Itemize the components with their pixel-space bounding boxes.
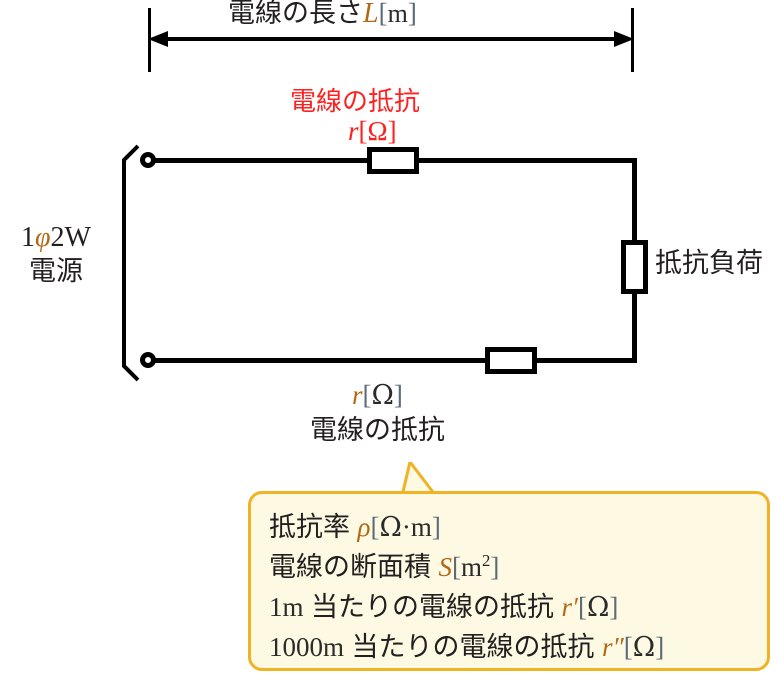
wire-length-unit: m — [387, 0, 408, 28]
callout-line4-number: 1000 — [269, 632, 323, 662]
wire-bottom-left-segment — [155, 358, 488, 363]
top-wire-resistance-unit: Ω — [367, 116, 388, 146]
wire-length-unit-close: ] — [407, 0, 417, 28]
callout-line3-number: 1 — [269, 592, 283, 622]
callout-line3-text: 当たりの電線の抵抗 — [303, 592, 562, 622]
source-label: 1φ2W 電源 — [0, 222, 112, 285]
resistor-symbol-load — [621, 240, 648, 294]
top-wire-resistance-label: 電線の抵抗 — [290, 86, 421, 116]
top-wire-resistance-unit-close: ] — [387, 116, 397, 146]
bottom-wire-resistance-unit: Ω — [371, 380, 394, 411]
wire-right-lower-segment — [632, 293, 637, 363]
bottom-wire-resistance-label: 電線の抵抗 — [310, 415, 445, 445]
dimension-tick-right — [631, 8, 634, 72]
callout-line2-symbol: S — [438, 552, 453, 582]
callout-line4-unit-open: [ — [623, 632, 633, 662]
callout-line4-text: 当たりの電線の抵抗 — [344, 632, 603, 662]
bottom-wire-resistance-symbol: r — [352, 380, 363, 410]
source-wire-letter: W — [64, 222, 91, 253]
source-bracket-icon — [122, 144, 140, 382]
callout-line2-prefix: 電線の断面積 — [269, 552, 439, 582]
dimension-tick-left — [148, 8, 151, 72]
source-wire-count: 2 — [50, 222, 65, 253]
callout-line3-symbol: r′ — [561, 592, 578, 622]
top-wire-resistance-symbol: r — [348, 116, 359, 146]
callout-line2-unit-close: ] — [490, 552, 500, 582]
wire-length-unit-open: [ — [378, 0, 388, 28]
bottom-wire-resistance-unit-close: ] — [393, 380, 403, 410]
callout-line1-unit-close: ] — [431, 512, 441, 542]
source-phi-symbol: φ — [35, 222, 51, 253]
wire-bottom-right-segment — [536, 358, 637, 363]
callout-line-resistivity: 抵抗率 ρ[Ω·m] — [269, 505, 441, 544]
load-label: 抵抗負荷 — [655, 248, 763, 278]
wire-top-left-segment — [155, 158, 370, 163]
callout-line3-unit: Ω — [586, 592, 610, 623]
dimension-double-arrow-icon — [148, 31, 634, 47]
callout-line4-number-unit: m — [323, 632, 345, 662]
source-phase-count: 1 — [21, 222, 36, 253]
callout-line4-symbol: r″ — [602, 632, 624, 662]
resistor-symbol-top-wire — [367, 147, 419, 174]
callout-line1-unit: Ω — [379, 512, 402, 543]
wire-length-symbol: L — [363, 0, 379, 29]
resistor-symbol-bottom-wire — [485, 347, 537, 374]
callout-line2-unit: m — [461, 552, 483, 582]
callout-line4-unit-close: ] — [655, 632, 665, 662]
callout-line1-symbol: ρ — [357, 512, 371, 542]
callout-line-cross-section: 電線の断面積 S[m2] — [269, 545, 499, 584]
callout-line4-unit: Ω — [632, 632, 656, 663]
callout-line1-unit2: m — [410, 512, 432, 542]
source-label-line1: 1φ2W — [0, 222, 112, 254]
wire-top-right-segment — [418, 158, 637, 163]
bottom-wire-resistance-symbol-group: r[Ω] — [352, 380, 403, 411]
wire-right-upper-segment — [632, 158, 637, 243]
wire-length-dimension-label: 電線の長さL[m] — [228, 0, 417, 28]
terminal-top-icon — [140, 152, 156, 168]
callout-box: 抵抗率 ρ[Ω·m] 電線の断面積 S[m2] 1m 当たりの電線の抵抗 r′[… — [248, 491, 770, 671]
callout-line2-unit-open: [ — [452, 552, 462, 582]
top-wire-resistance-symbol-group: r[Ω] — [348, 116, 397, 147]
callout-line1-unit-mid: · — [401, 512, 411, 542]
callout-line1-unit-open: [ — [370, 512, 380, 542]
callout-line3-number-unit: m — [282, 592, 304, 622]
callout-line3-unit-close: ] — [609, 592, 619, 622]
source-label-line2: 電源 — [29, 256, 83, 286]
callout-line-resistance-per-meter: 1m 当たりの電線の抵抗 r′[Ω] — [269, 585, 618, 624]
wire-length-label-text: 電線の長さ — [228, 0, 363, 28]
top-wire-resistance-unit-open: [ — [358, 116, 368, 146]
terminal-bottom-icon — [140, 352, 156, 368]
callout-line-resistance-per-1000-meter: 1000m 当たりの電線の抵抗 r″[Ω] — [269, 625, 664, 664]
callout-line2-unit-exponent: 2 — [482, 551, 491, 570]
callout-line3-unit-open: [ — [577, 592, 587, 622]
bottom-wire-resistance-unit-open: [ — [362, 380, 372, 410]
callout-line1-prefix: 抵抗率 — [269, 512, 358, 542]
